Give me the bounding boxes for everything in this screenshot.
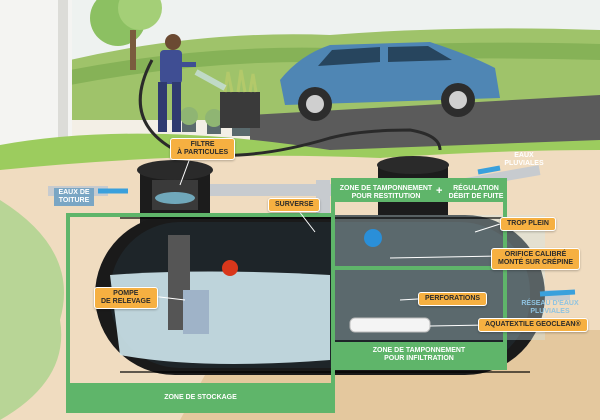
- arrow-outflow: [539, 289, 576, 297]
- aquatextile: [349, 317, 431, 333]
- regulator-ball: [364, 229, 382, 247]
- label-perforations: PERFORATIONS: [418, 292, 488, 306]
- downpipe: [58, 0, 68, 190]
- hose: [138, 59, 442, 157]
- zone-plus: +: [436, 185, 443, 197]
- label-aquatextile: AQUATEXTILE GEOCLEAN®: [478, 318, 588, 332]
- flow-eaux-toiture: EAUX DE TOITURE: [54, 188, 94, 206]
- gardener: [165, 34, 181, 50]
- flow-eaux-pluviales: EAUX PLUVIALES: [504, 152, 544, 167]
- zone-restitution-title: ZONE DE TAMPONNEMENT POUR RESTITUTION: [339, 185, 433, 200]
- zone-regulation-title: RÉGULATION DÉBIT DE FUITE: [448, 185, 504, 200]
- label-surverse: SURVERSE: [268, 198, 321, 212]
- zone-infiltration-title: ZONE DE TAMPONNEMENT POUR INFILTRATION: [372, 347, 466, 362]
- zone-stockage-title: ZONE DE STOCKAGE: [164, 394, 237, 401]
- label-pompe: POMPE DE RELEVAGE: [94, 287, 158, 309]
- flow-reseau: RÉSEAU D'EAUX PLUVIALES: [521, 300, 579, 315]
- label-trop-plein: TROP PLEIN: [500, 217, 556, 231]
- label-orifice: ORIFICE CALIBRÉ MONTÉ SUR CRÉPINE: [491, 248, 581, 270]
- label-filtre: FILTRE À PARTICULES: [170, 138, 236, 160]
- float-ball: [222, 260, 238, 276]
